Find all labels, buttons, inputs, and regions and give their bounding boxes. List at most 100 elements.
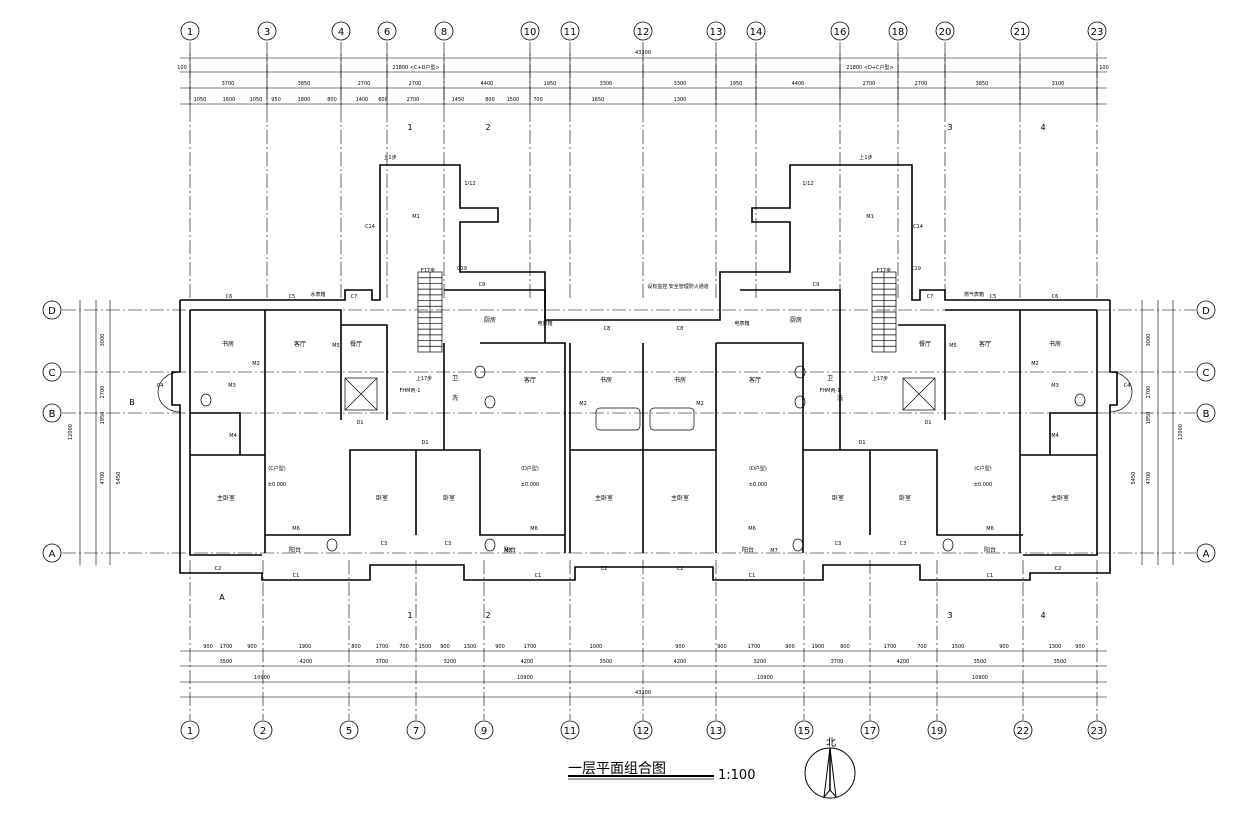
axis-bubble-bottom (253, 720, 273, 740)
axis-bubble-top (888, 21, 908, 41)
axis-label-left: A (49, 549, 56, 560)
axis-bubble-top (520, 21, 540, 41)
opening-code: C7 (351, 294, 358, 300)
opening-code: C9 (479, 282, 486, 288)
opening-code: C7 (927, 294, 934, 300)
annotation-label: FHM丙-1 (820, 388, 841, 394)
dim-top-row2: 3100 (1052, 81, 1065, 87)
opening-code: D1 (924, 420, 931, 426)
opening-code: C6 (1052, 294, 1059, 300)
axis-label-bottom: 22 (1017, 726, 1030, 737)
axis-label-top: 21 (1014, 27, 1027, 38)
axis-label-bottom: 5 (346, 726, 352, 737)
dim-top-row2: 3300 (600, 81, 613, 87)
unit-type-label: (D户型) (521, 465, 539, 472)
dim-side: 1950 (1146, 412, 1152, 425)
toilet-fixture (942, 538, 954, 552)
wall-segment (740, 289, 841, 343)
level-label: ±0.000 (268, 482, 287, 488)
dim-side: 2700 (100, 386, 106, 399)
room-label: 卫 (827, 375, 833, 382)
dim-total-top: 43300 (635, 50, 651, 56)
axis-bubble-top (1010, 21, 1030, 41)
bathtub (595, 407, 641, 431)
wall-segment (341, 324, 388, 420)
opening-code: M1 (412, 214, 420, 220)
axis-label-top: 20 (939, 27, 952, 38)
room-label: 书房 (1049, 340, 1061, 348)
dim-top-row2: 3700 (222, 81, 235, 87)
opening-code: C3 (445, 541, 452, 547)
dim-top-row3: 1050 (194, 97, 207, 103)
dim-top-row3: 1300 (674, 97, 687, 103)
dim-bottom-row1: 800 (351, 644, 361, 650)
axis-label-right: A (1203, 549, 1210, 560)
opening-code: M6 (748, 526, 756, 532)
dim-bottom-row2: 3500 (974, 659, 987, 665)
dim-top-row3: 700 (533, 97, 543, 103)
elevator-shaft (344, 377, 378, 411)
axis-bubble-top (560, 21, 580, 41)
room-label: 书房 (222, 340, 234, 348)
dim-bottom-row2: 4200 (300, 659, 313, 665)
axis-label-bottom: 7 (413, 726, 419, 737)
section-mark: 1 (407, 611, 412, 620)
dim-bottom-row1: 900 (675, 644, 685, 650)
opening-code: C9 (813, 282, 820, 288)
dim-side: 4700 (1146, 472, 1152, 485)
wall-segment (480, 342, 566, 553)
building-walls (171, 164, 1118, 581)
axis-bubble-top (935, 21, 955, 41)
axis-bubble-top (830, 21, 850, 41)
axis-label-top: 10 (524, 27, 537, 38)
dim-bottom-row2: 3700 (831, 659, 844, 665)
opening-code: C19 (911, 266, 921, 272)
dim-bottom-row2: 3500 (1054, 659, 1067, 665)
dim-bottom-row1: 1700 (376, 644, 389, 650)
axis-bubble-top (706, 21, 726, 41)
axis-bubble-top (746, 21, 766, 41)
dim-bottom-row1: 1900 (812, 644, 825, 650)
dim-bottom-row2: 3500 (600, 659, 613, 665)
opening-code: M5 (332, 343, 340, 349)
opening-code: C1 (293, 573, 300, 579)
annotation-label: 上17步 (872, 375, 888, 382)
dim-bottom-row1: 900 (717, 644, 727, 650)
room-label: 客厅 (979, 340, 991, 348)
room-label: 阳台 (289, 546, 301, 554)
section-mark: 4 (1040, 123, 1045, 132)
wall-segment (803, 449, 1023, 536)
axis-label-top: 4 (338, 27, 344, 38)
opening-code: M3 (1051, 383, 1059, 389)
level-label: ±0.000 (749, 482, 768, 488)
axis-label-bottom: 9 (481, 726, 487, 737)
wall-segment (189, 310, 262, 556)
dim-side: 3000 (1146, 334, 1152, 347)
axis-bubble-bottom (339, 720, 359, 740)
annotation-label: 燃气表箱 (964, 291, 984, 298)
opening-code: C2 (1055, 566, 1062, 572)
axis-label-bottom: 15 (798, 726, 811, 737)
dim-bottom-row2: 3500 (220, 659, 233, 665)
dim-top-row3: 1450 (452, 97, 465, 103)
dim-top-row3: 950 (271, 97, 281, 103)
axis-label-top: 3 (264, 27, 270, 38)
axis-label-left: B (49, 409, 56, 420)
room-label: 书房 (600, 376, 612, 384)
axis-label-bottom: 13 (710, 726, 723, 737)
toilet-fixture (484, 395, 496, 409)
opening-code: M1 (866, 214, 874, 220)
annotation-label: 电表箱 (537, 320, 552, 327)
dim-bottom-row1: 900 (247, 644, 257, 650)
wall-segment (265, 449, 565, 536)
annotation-label: 水表箱 (310, 291, 325, 298)
section-mark: A (219, 593, 225, 602)
dim-bottom-row1: 1700 (524, 644, 537, 650)
dim-bottom-row3: 10900 (517, 675, 533, 681)
dim-edge: 100 (177, 65, 187, 71)
axis-bubble-bottom (406, 720, 426, 740)
